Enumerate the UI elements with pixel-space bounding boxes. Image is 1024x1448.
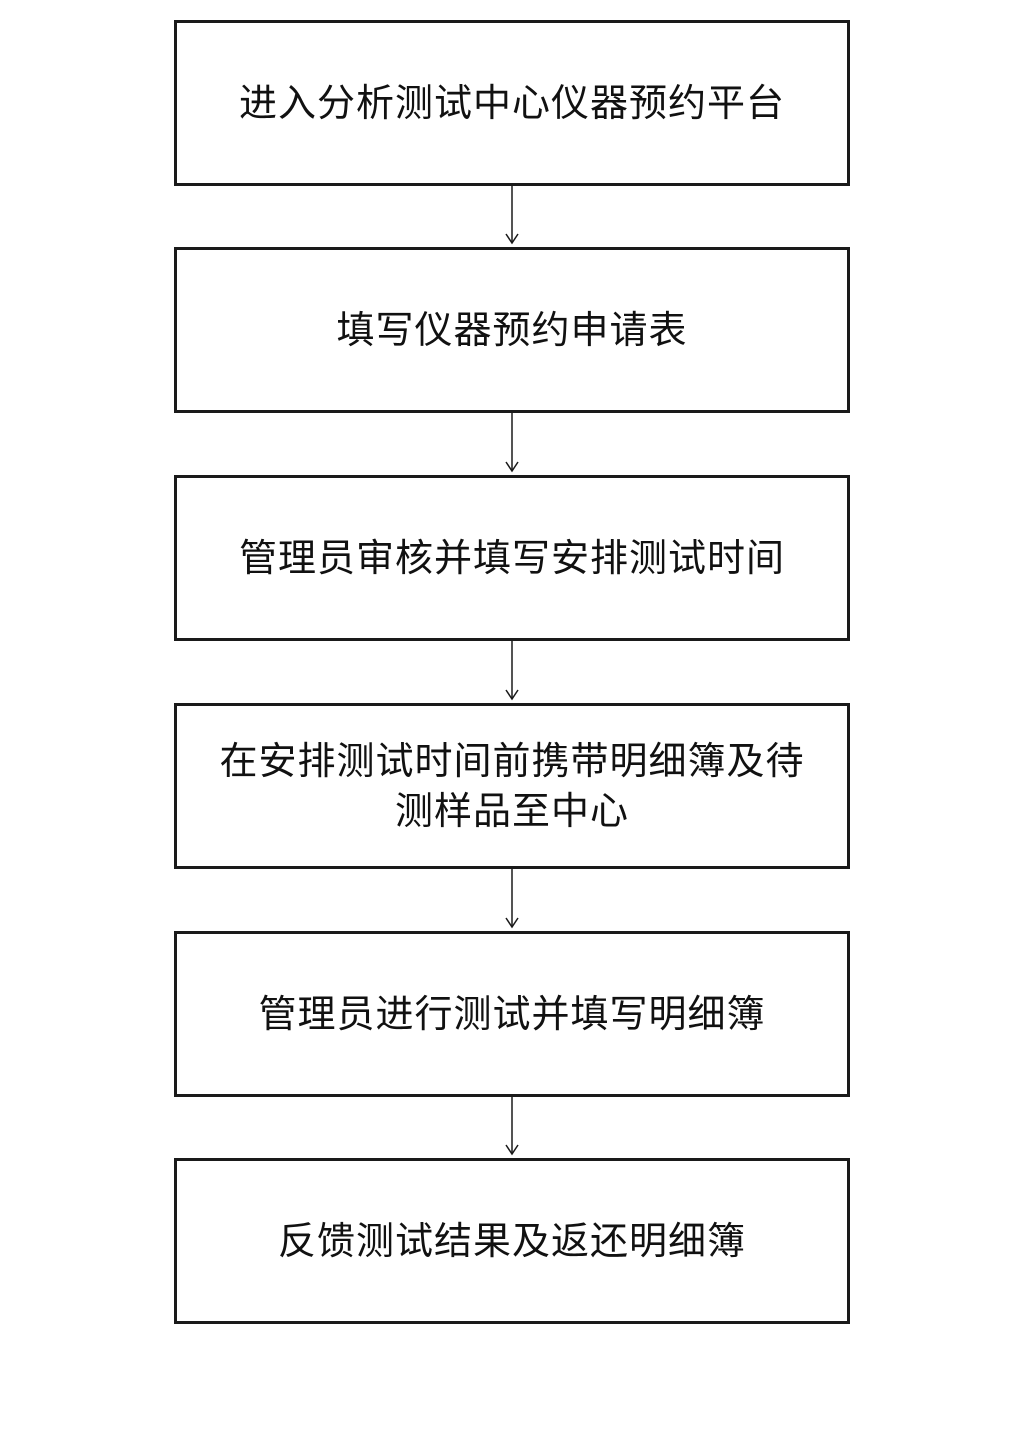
step-label-4: 在安排测试时间前携带明细簿及待测样品至中心 [219, 739, 805, 833]
step-label-1: 进入分析测试中心仪器预约平台 [238, 81, 785, 125]
step-box-4: 在安排测试时间前携带明细簿及待测样品至中心 [174, 703, 850, 869]
arrow-4 [505, 869, 519, 929]
step-box-2: 填写仪器预约申请表 [174, 247, 850, 413]
arrow-3 [505, 641, 519, 701]
step-label-5: 管理员进行测试并填写明细簿 [258, 992, 766, 1036]
arrow-1 [505, 186, 519, 245]
step-box-5: 管理员进行测试并填写明细簿 [174, 931, 850, 1097]
step-box-3: 管理员审核并填写安排测试时间 [174, 475, 850, 641]
arrow-2 [505, 413, 519, 473]
step-label-6: 反馈测试结果及返还明细簿 [277, 1219, 746, 1263]
step-box-1: 进入分析测试中心仪器预约平台 [174, 20, 850, 186]
step-label-3: 管理员审核并填写安排测试时间 [238, 536, 785, 580]
step-label-2: 填写仪器预约申请表 [336, 308, 688, 352]
arrow-5 [505, 1097, 519, 1156]
step-box-6: 反馈测试结果及返还明细簿 [174, 1158, 850, 1324]
